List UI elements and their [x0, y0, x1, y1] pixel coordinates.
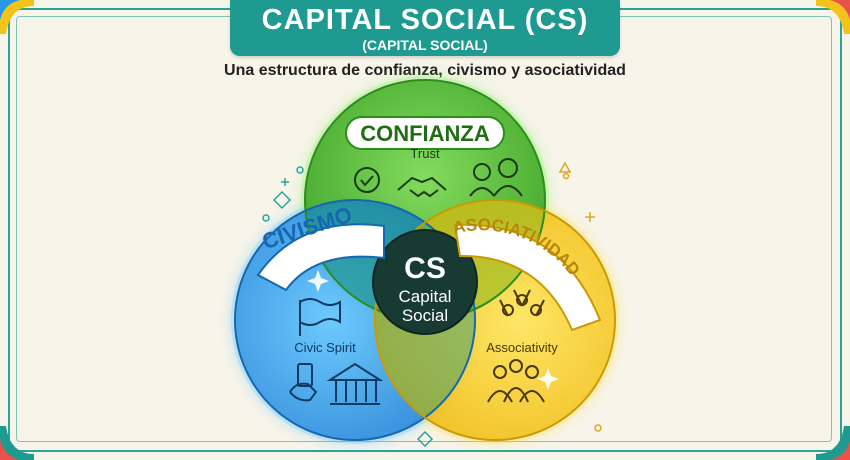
center-badge — [372, 229, 478, 335]
civismo-subtitle: Civic Spirit — [294, 340, 356, 355]
confianza-label-pill — [345, 116, 505, 150]
title-banner: CAPITAL SOCIAL (CS) (CAPITAL SOCIAL) — [230, 0, 620, 56]
community-icon — [487, 359, 545, 403]
corner-ornament-icon — [0, 426, 34, 460]
asociatividad-subtitle: Associativity — [486, 340, 558, 355]
civismo-label-band — [256, 223, 385, 292]
asociatividad-ring — [374, 199, 616, 441]
confianza-title: CONFIANZA — [360, 121, 490, 146]
handshake-icon — [397, 176, 447, 198]
check-icon — [354, 167, 380, 193]
sparkle-icon — [307, 270, 559, 390]
corner-ornament-icon — [816, 0, 850, 34]
corner-ornament-icon — [0, 0, 34, 34]
center-line2: Social — [402, 306, 448, 325]
corner-ornament-icon — [816, 426, 850, 460]
asociatividad-label-band — [453, 223, 602, 332]
tagline: Una estructura de confianza, civismo y a… — [224, 62, 626, 79]
page-title: CAPITAL SOCIAL (CS) — [261, 4, 589, 36]
government-building-icon — [326, 362, 384, 405]
flag-icon — [299, 298, 341, 336]
decorative-shapes — [262, 161, 602, 448]
hand-vote-icon — [289, 363, 318, 402]
civismo-ring — [234, 199, 476, 441]
center-abbr: CS — [404, 252, 446, 285]
people-icon — [469, 158, 523, 197]
center-line1: Capital — [399, 287, 452, 306]
confianza-subtitle: Trust — [410, 146, 440, 161]
page-subtitle: (CAPITAL SOCIAL) — [362, 37, 488, 53]
group-hands-up-icon — [499, 289, 545, 317]
